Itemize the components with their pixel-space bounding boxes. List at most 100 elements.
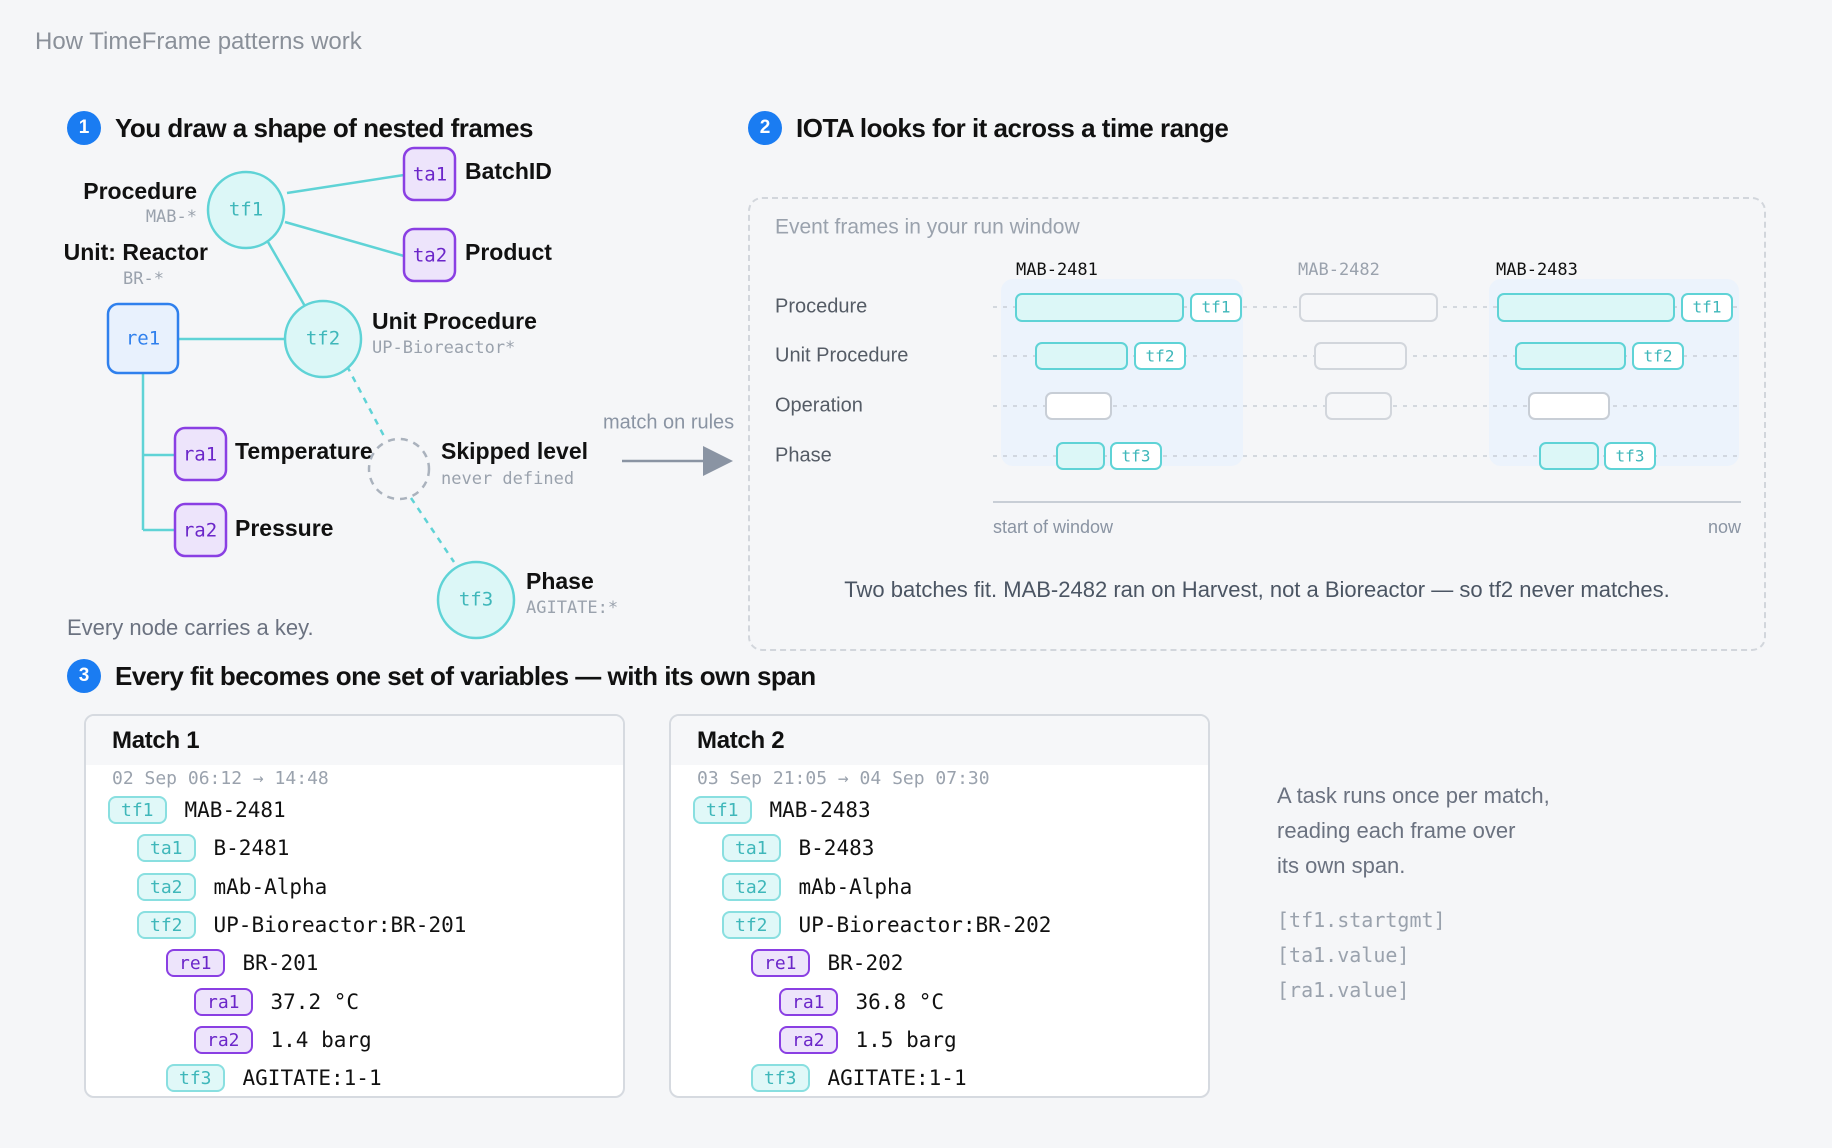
tag-ta2: ta2 <box>137 873 196 901</box>
match-2-row-ta1: ta1 B-2483 <box>722 831 874 865</box>
variable-list: [tf1.startgmt] [ta1.value] [ra1.value] <box>1277 903 1697 1008</box>
bar-b3-unit-procedure <box>1515 342 1626 370</box>
tag-ta2: ta2 <box>722 873 781 901</box>
tag-b1-tf1 <box>1190 293 1242 322</box>
tag-re1: re1 <box>751 949 810 977</box>
node-skipped-pattern: never defined <box>441 469 574 489</box>
node-ra2-label: Pressure <box>235 515 333 541</box>
value-re1: BR-202 <box>827 951 904 975</box>
match-2-span: 03 Sep 21:05 → 04 Sep 07:30 <box>697 768 990 789</box>
match-1-row-tf1: tf1 MAB-2481 <box>108 793 286 827</box>
node-ra2 <box>173 502 228 558</box>
bar-b1-operation <box>1045 392 1112 420</box>
bar-b3-operation <box>1528 392 1610 420</box>
node-re1 <box>106 302 180 375</box>
node-ra1-key: ra1 <box>183 444 217 466</box>
axis-end-label: now <box>1708 517 1742 537</box>
task-note-line-3: its own span. <box>1277 853 1406 878</box>
edge-tf1-ta1 <box>286 173 405 195</box>
node-re1-pattern: BR-* <box>123 269 164 289</box>
value-ra2: 1.4 barg <box>270 1028 372 1052</box>
task-note-line-2: reading each frame over <box>1277 818 1516 843</box>
arrow-label: match on rules <box>603 411 734 433</box>
axis-start-label: start of window <box>993 517 1114 537</box>
tag-tf1: tf1 <box>108 796 167 824</box>
match-1-title: Match 1 <box>86 716 623 765</box>
tag-ra2: ra2 <box>779 1026 838 1054</box>
step-1-badge: 1 <box>67 111 101 145</box>
tag-ra1: ra1 <box>194 988 253 1016</box>
node-tf2 <box>283 299 363 379</box>
bar-b1-procedure <box>1015 293 1184 322</box>
batch-label-2: MAB-2482 <box>1298 260 1380 280</box>
bar-b2-operation <box>1325 392 1392 420</box>
node-re1-key: re1 <box>126 328 160 350</box>
tag-b1-tf2 <box>1134 342 1186 370</box>
svg-text:tf2: tf2 <box>1644 347 1673 366</box>
variable-tf1-startgmt: [tf1.startgmt] <box>1277 908 1446 932</box>
node-ra2-key: ra2 <box>183 520 217 542</box>
tag-ta1: ta1 <box>722 834 781 862</box>
tag-b3-tf1 <box>1681 293 1733 322</box>
node-ta2-key: ta2 <box>413 245 447 267</box>
node-ra1-label: Temperature <box>235 438 373 464</box>
svg-text:tf1: tf1 <box>1202 298 1231 317</box>
tag-b1-tf3 <box>1110 442 1162 470</box>
bar-b1-phase <box>1056 442 1105 470</box>
tag-re1: re1 <box>166 949 225 977</box>
match-2-row-ra2: ra2 1.5 barg <box>779 1023 957 1057</box>
node-ra1 <box>173 426 228 482</box>
pattern-footnote: Every node carries a key. <box>67 615 314 640</box>
value-tf1: MAB-2481 <box>184 798 286 822</box>
tag-b3-tf2 <box>1632 342 1684 370</box>
step-2-badge: 2 <box>748 111 782 145</box>
svg-text:tf2: tf2 <box>1146 347 1175 366</box>
page-title: How TimeFrame patterns work <box>35 28 362 55</box>
row-label-phase: Phase <box>775 444 832 466</box>
match-1-row-ta2: ta2 mAb-Alpha <box>137 870 327 904</box>
value-ra2: 1.5 barg <box>855 1028 957 1052</box>
node-tf1-key: tf1 <box>229 199 263 221</box>
bar-b3-procedure <box>1497 293 1675 322</box>
value-tf2: UP-Bioreactor:BR-201 <box>213 913 467 937</box>
match-1-row-tf2: tf2 UP-Bioreactor:BR-201 <box>137 908 466 942</box>
value-tf1: MAB-2483 <box>769 798 871 822</box>
row-label-unit-procedure: Unit Procedure <box>775 344 908 366</box>
task-note-line-1: A task runs once per match, <box>1277 783 1550 808</box>
bar-b2-unit-procedure <box>1314 342 1407 370</box>
variable-ta1-value: [ta1.value] <box>1277 943 1410 967</box>
task-note: A task runs once per match, reading each… <box>1277 778 1697 1008</box>
tag-tf3: tf3 <box>751 1064 810 1092</box>
bar-b2-procedure <box>1299 293 1438 322</box>
value-ta1: B-2481 <box>213 836 290 860</box>
value-ra1: 36.8 °C <box>855 990 945 1014</box>
svg-text:tf3: tf3 <box>1122 447 1151 466</box>
tag-ra1: ra1 <box>779 988 838 1016</box>
step-3-title: Every fit becomes one set of variables —… <box>115 660 816 691</box>
window-summary: Two batches fit. MAB-2482 ran on Harvest… <box>844 577 1669 602</box>
tag-tf2: tf2 <box>137 911 196 939</box>
match-2-row-tf3: tf3 AGITATE:1-1 <box>751 1061 967 1095</box>
node-tf2-pattern: UP-Bioreactor* <box>372 338 515 358</box>
step-3-heading: 3 Every fit becomes one set of variables… <box>67 659 816 693</box>
node-ta1-key: ta1 <box>413 164 447 186</box>
event-window <box>748 197 1766 651</box>
edge-tf1-tf2 <box>266 241 308 309</box>
edge-re1-attributes <box>141 373 175 532</box>
value-re1: BR-201 <box>242 951 319 975</box>
node-skipped-label: Skipped level <box>441 438 588 464</box>
value-ta2: mAb-Alpha <box>213 875 328 899</box>
pattern-diagram: tf1 Procedure MAB-* Unit: Reactor BR-* r… <box>64 146 734 640</box>
value-ta1: B-2483 <box>798 836 875 860</box>
edge-tf2-skip <box>345 365 387 439</box>
row-label-operation: Operation <box>775 394 863 416</box>
node-tf3-pattern: AGITATE:* <box>526 598 618 618</box>
step-1-title: You draw a shape of nested frames <box>115 112 533 143</box>
value-tf3: AGITATE:1-1 <box>827 1066 967 1090</box>
value-tf2: UP-Bioreactor:BR-202 <box>798 913 1052 937</box>
